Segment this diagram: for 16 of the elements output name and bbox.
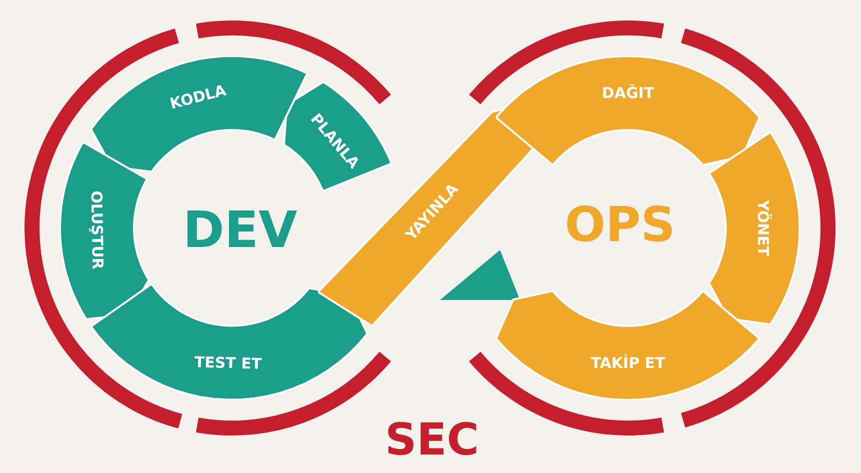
- loop-segment: [284, 82, 392, 192]
- segment-label: KODLA: [168, 81, 228, 114]
- loop-segment: [496, 290, 760, 400]
- heading-label: SEC: [384, 414, 480, 466]
- segment-label: TEST ET: [194, 353, 262, 373]
- loop-segment: [709, 132, 800, 324]
- segment-label: OLUŞTUR: [87, 190, 107, 270]
- loop-segment: [91, 284, 368, 400]
- loop-segment: [60, 142, 149, 320]
- heading-label: OPS: [564, 197, 676, 253]
- loop-segment: [91, 56, 308, 172]
- loop-segment: [496, 56, 760, 165]
- segment-label: DAĞIT: [602, 84, 654, 102]
- segment-label: TAKİP ET: [590, 354, 666, 372]
- heading-label: DEV: [182, 201, 298, 259]
- segment-label: YÖNET: [754, 200, 772, 256]
